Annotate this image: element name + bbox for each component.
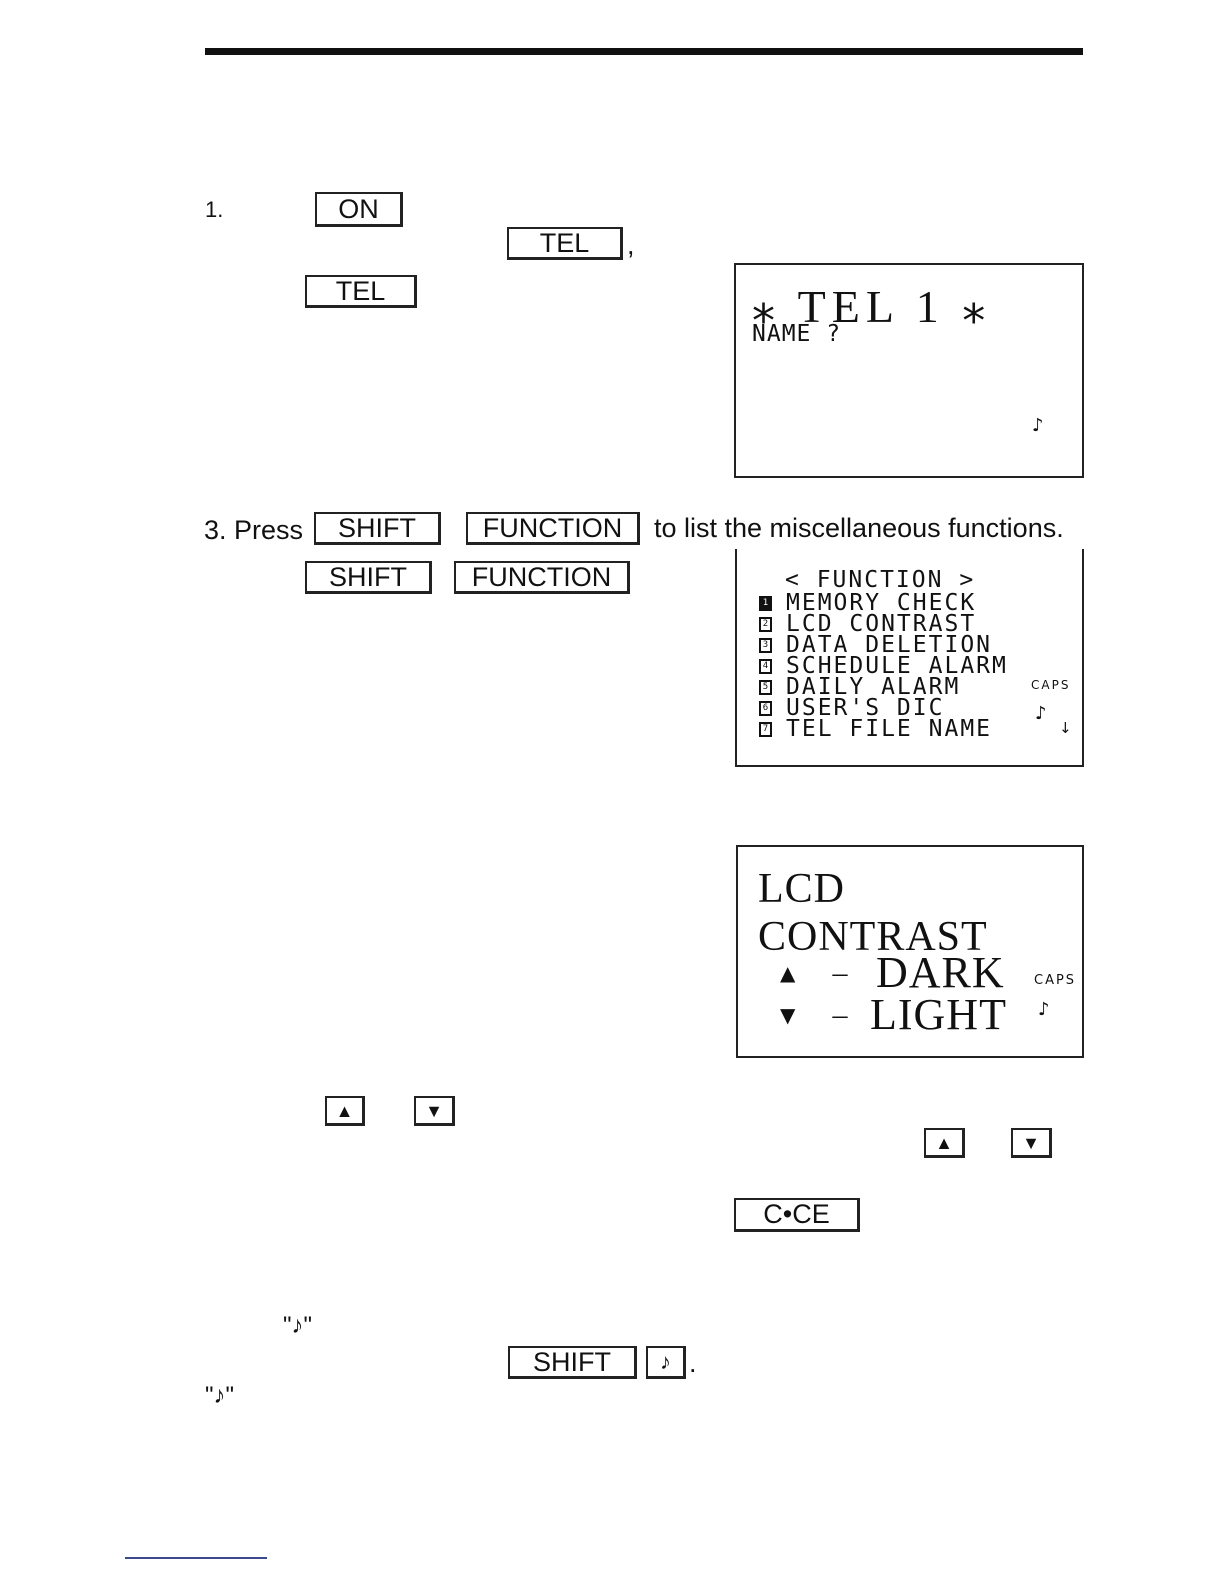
menu-item-label: DAILY ALARM: [786, 674, 961, 700]
menu-number-5: 5: [759, 680, 772, 695]
menu-item-label: USER'S DIC: [786, 695, 945, 721]
top-rule: [205, 48, 1083, 55]
menu-number-7: 7: [759, 722, 772, 737]
up-arrow-key[interactable]: ▲: [325, 1096, 365, 1126]
shift-key-2[interactable]: SHIFT: [305, 561, 432, 594]
shift-key-3[interactable]: SHIFT: [508, 1346, 637, 1379]
menu-item[interactable]: 2 LCD CONTRAST: [759, 613, 976, 636]
down-arrow-key[interactable]: ▼: [414, 1096, 455, 1126]
comma: ,: [627, 230, 635, 260]
note-symbol-quote: "♪": [283, 1312, 313, 1339]
menu-item-label: DATA DELETION: [786, 632, 993, 658]
down-arrow-key-2[interactable]: ▼: [1011, 1128, 1052, 1158]
lcd-name-prompt: NAME ?: [752, 321, 842, 347]
note-icon: ♪: [1038, 999, 1050, 1020]
period: .: [689, 1348, 697, 1378]
menu-number-6: 6: [759, 701, 772, 716]
lcd-function-screen: < FUNCTION > 1 MEMORY CHECK 2 LCD CONTRA…: [735, 549, 1084, 767]
menu-item[interactable]: 7 TEL FILE NAME: [759, 718, 992, 741]
tel-key[interactable]: TEL: [507, 227, 623, 260]
lcd-tel-screen: ⁎ TEL 1 ⁎ NAME ? ♪: [734, 263, 1084, 478]
menu-item[interactable]: 1 MEMORY CHECK: [759, 592, 976, 615]
c-ce-key[interactable]: C•CE: [734, 1198, 860, 1232]
menu-item[interactable]: 3 DATA DELETION: [759, 634, 992, 657]
menu-item-label: TEL FILE NAME: [786, 716, 993, 742]
note-symbol-quote-2: "♪": [205, 1382, 235, 1409]
up-arrow-icon: ▲: [780, 960, 796, 985]
lcd-contrast-title: LCD CONTRAST: [758, 866, 988, 960]
note-icon: ♪: [1035, 703, 1047, 724]
step-3-text-press: 3. Press: [204, 515, 304, 545]
menu-item-label: LCD CONTRAST: [786, 611, 977, 637]
lcd-tel-title: ⁎ TEL 1 ⁎: [752, 281, 992, 332]
dash: –: [832, 997, 848, 1031]
scroll-down-icon: ↓: [1059, 719, 1072, 737]
note-key[interactable]: ♪: [646, 1346, 686, 1379]
function-menu-header: < FUNCTION >: [785, 567, 976, 593]
menu-number-3: 3: [759, 638, 772, 653]
caps-indicator: CAPS: [1034, 973, 1077, 988]
lcd-contrast-screen: LCD CONTRAST ▲ – DARK ▼ – LIGHT CAPS ♪: [736, 845, 1084, 1058]
light-label: LIGHT: [870, 990, 1007, 1039]
menu-item[interactable]: 4 SCHEDULE ALARM: [759, 655, 1008, 678]
caps-indicator: CAPS: [1031, 678, 1071, 692]
note-icon: ♪: [1032, 415, 1044, 436]
dark-label: DARK: [876, 948, 1005, 997]
menu-item[interactable]: 5 DAILY ALARM: [759, 676, 960, 699]
menu-item-label: MEMORY CHECK: [786, 590, 977, 616]
menu-number-4: 4: [759, 659, 772, 674]
up-arrow-key-2[interactable]: ▲: [924, 1128, 965, 1158]
function-key[interactable]: FUNCTION: [466, 512, 640, 545]
menu-number-2: 2: [759, 617, 772, 632]
on-key[interactable]: ON: [315, 192, 403, 227]
function-key-2[interactable]: FUNCTION: [454, 561, 630, 594]
contrast-light-row: ▼ – LIGHT: [780, 989, 1007, 1040]
contrast-dark-row: ▲ – DARK: [780, 947, 1005, 998]
dash: –: [832, 955, 848, 989]
menu-item[interactable]: 6 USER'S DIC: [759, 697, 944, 720]
footer-rule: [125, 1557, 267, 1559]
menu-number-1: 1: [759, 596, 772, 611]
step-3-text-rest: to list the miscellaneous functions.: [654, 513, 1064, 543]
shift-key[interactable]: SHIFT: [314, 512, 441, 545]
down-arrow-icon: ▼: [780, 1002, 796, 1027]
menu-item-label: SCHEDULE ALARM: [786, 653, 1008, 679]
tel-key-2[interactable]: TEL: [305, 275, 417, 308]
step-1-number: 1.: [205, 197, 224, 222]
